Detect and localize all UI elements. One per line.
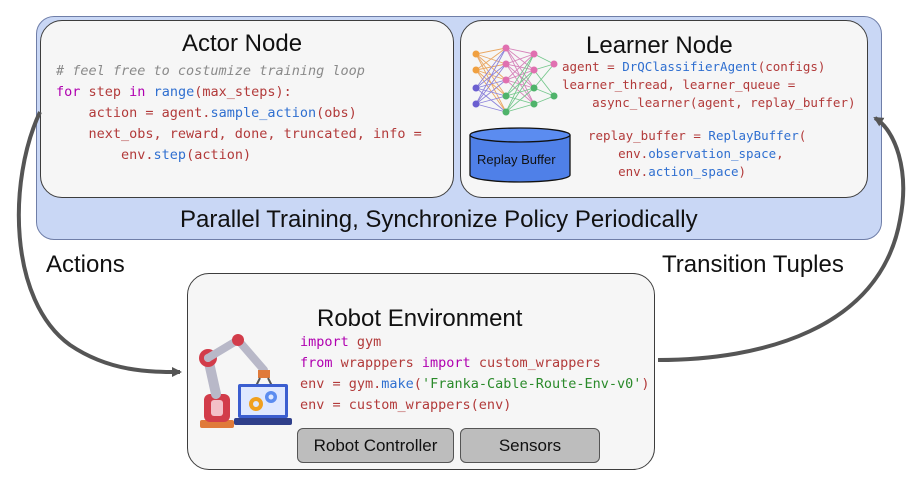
robot-controller-box: Robot Controller [297, 428, 454, 463]
actor-code-block: # feel free to costumize training loop f… [56, 63, 422, 163]
actor-code-comment: # feel free to costumize training loop [56, 63, 365, 79]
robot-environment-title: Robot Environment [317, 305, 523, 332]
robot-arm-icon [199, 334, 292, 428]
transition-tuples-arrow [657, 116, 906, 362]
transition-tuples-label: Transition Tuples [662, 251, 844, 278]
learner-code-block-2: replay_buffer = ReplayBuffer( env.observ… [588, 128, 807, 179]
robot-code-block: import gym from wrapppers import custom_… [300, 334, 650, 413]
replay-buffer-cylinder-icon [469, 127, 571, 183]
sensors-box: Sensors [460, 428, 600, 463]
neural-network-icon [472, 44, 558, 116]
replay-buffer-label: Replay Buffer [477, 152, 556, 167]
actor-node-card [40, 20, 454, 198]
actions-label: Actions [46, 251, 125, 278]
actions-arrow [16, 111, 182, 377]
parallel-training-caption: Parallel Training, Synchronize Policy Pe… [180, 206, 698, 233]
learner-node-title: Learner Node [586, 32, 733, 59]
actor-node-title: Actor Node [182, 30, 303, 57]
learner-code-block-1: agent = DrQClassifierAgent(configs) lear… [562, 59, 856, 110]
